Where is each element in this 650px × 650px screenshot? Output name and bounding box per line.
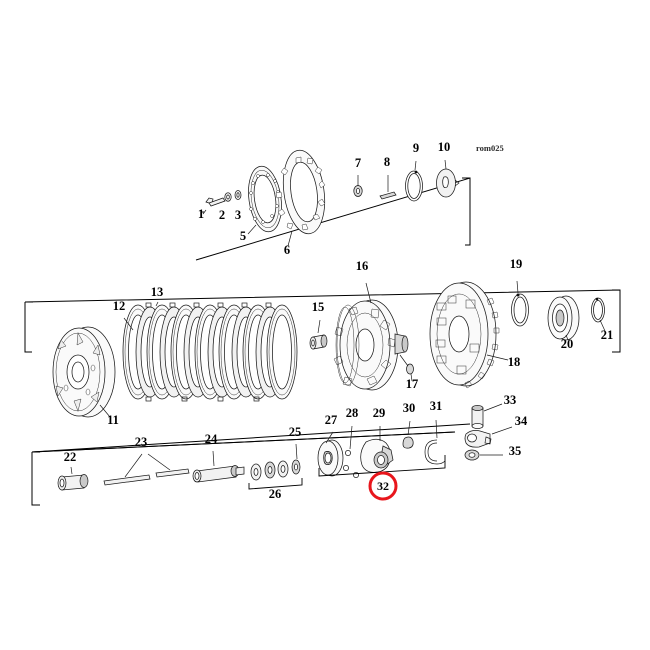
part-2-spacer bbox=[224, 192, 232, 202]
callout-24: 24 bbox=[205, 432, 218, 446]
callout-31: 31 bbox=[430, 399, 443, 413]
callout-29: 29 bbox=[373, 406, 386, 420]
separator-line bbox=[31, 423, 471, 453]
part-19-snap-ring bbox=[511, 280, 529, 327]
part-5-hub-plate bbox=[247, 165, 282, 235]
callout-21: 21 bbox=[601, 328, 614, 342]
callout-28: 28 bbox=[346, 406, 359, 420]
part-29-release-ramp bbox=[360, 426, 394, 473]
part-9-retaining-ring bbox=[405, 160, 423, 202]
callout-7: 7 bbox=[355, 156, 361, 170]
callout-15: 15 bbox=[312, 300, 325, 314]
part-17-pin bbox=[399, 354, 414, 382]
part-7-nut bbox=[353, 175, 363, 197]
part-30-clip bbox=[402, 420, 414, 449]
part-34-lever bbox=[464, 426, 513, 448]
panel-top-frame bbox=[195, 177, 471, 261]
callout-numbers: 1 2 3 5 6 7 8 9 10 11 12 13 15 16 17 18 … bbox=[64, 140, 614, 501]
part-23-pushrods bbox=[103, 453, 190, 486]
highlight-circle bbox=[368, 471, 398, 501]
callout-30: 30 bbox=[403, 401, 416, 415]
part-35-nut bbox=[464, 449, 503, 461]
callout-20: 20 bbox=[561, 337, 574, 351]
part-16-clutch-hub bbox=[333, 282, 409, 391]
callout-12: 12 bbox=[113, 299, 126, 313]
callout-13: 13 bbox=[151, 285, 164, 299]
callout-19: 19 bbox=[510, 257, 523, 271]
panel-bottom-top-edge bbox=[31, 431, 456, 453]
part-3-washer bbox=[234, 190, 242, 200]
part-21-retaining-ring bbox=[591, 297, 606, 332]
part-11-clutch-drum bbox=[52, 326, 116, 418]
callout-9: 9 bbox=[413, 141, 419, 155]
panel-middle-frame bbox=[24, 289, 621, 353]
part-24-rod-sleeve bbox=[192, 450, 245, 483]
callout-22: 22 bbox=[64, 450, 77, 464]
callout-17: 17 bbox=[406, 377, 419, 391]
callout-26: 26 bbox=[269, 487, 282, 501]
callout-25: 25 bbox=[289, 425, 302, 439]
callout-8: 8 bbox=[384, 155, 390, 169]
part-1-bolt bbox=[202, 197, 226, 215]
part-26-bearing-group bbox=[248, 443, 303, 490]
callout-33: 33 bbox=[504, 393, 517, 407]
callout-23: 23 bbox=[135, 435, 148, 449]
part-20-bearing bbox=[547, 295, 580, 341]
callout-27: 27 bbox=[325, 413, 338, 427]
part-22-sleeve bbox=[57, 466, 89, 491]
part-10-cam-plate bbox=[436, 159, 460, 198]
callout-11: 11 bbox=[107, 413, 119, 427]
callout-35: 35 bbox=[509, 444, 522, 458]
part-33-roller bbox=[471, 403, 503, 429]
callout-2: 2 bbox=[219, 208, 225, 222]
part-8-key bbox=[379, 175, 397, 200]
callout-32: 32 bbox=[377, 479, 389, 493]
callout-18: 18 bbox=[508, 355, 521, 369]
callout-5: 5 bbox=[240, 229, 246, 243]
part-31-snap-ring bbox=[424, 419, 446, 465]
callout-6: 6 bbox=[284, 243, 290, 257]
part-6-pressure-plate bbox=[275, 149, 326, 247]
callout-16: 16 bbox=[356, 259, 369, 273]
callout-3: 3 bbox=[235, 208, 241, 222]
callout-34: 34 bbox=[515, 414, 528, 428]
part-15-bushing bbox=[309, 319, 328, 350]
part-27-ramp-plate bbox=[317, 431, 344, 477]
part-18-clutch-shell bbox=[429, 281, 509, 389]
part-12-13-plate-stack bbox=[122, 301, 298, 402]
highlighted-callout-32[interactable]: 32 bbox=[368, 471, 398, 501]
callout-10: 10 bbox=[438, 140, 451, 154]
callout-1: 1 bbox=[198, 207, 204, 221]
watermark-label: rom025 bbox=[476, 143, 504, 153]
